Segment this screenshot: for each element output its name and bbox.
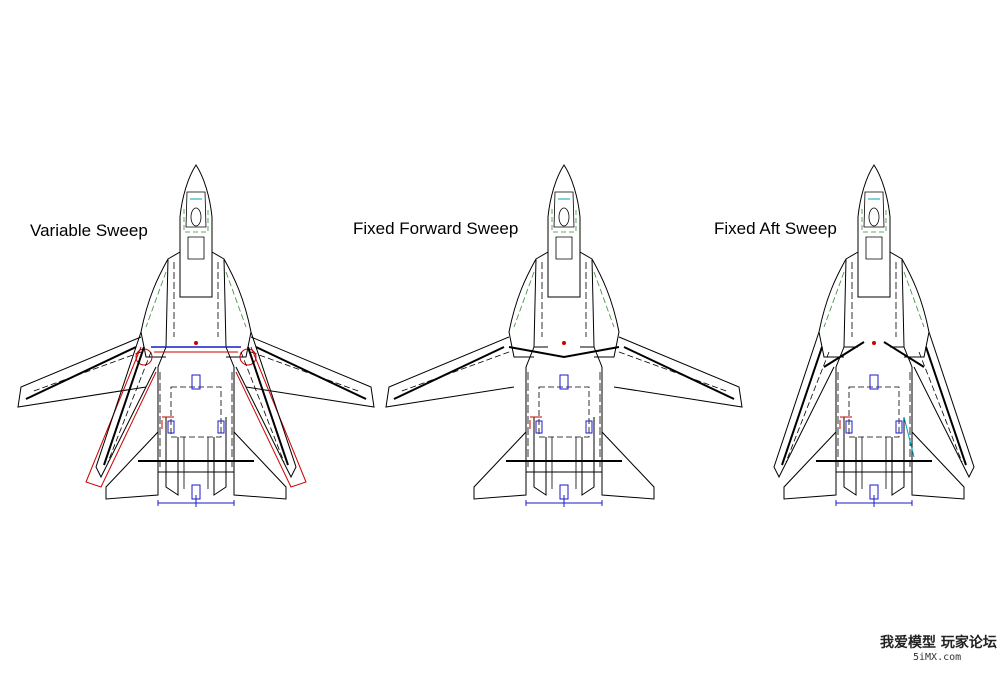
aircraft-variable-sweep <box>17 164 375 508</box>
swept-wing-outline-red <box>85 346 307 488</box>
aircraft-fixed-forward-sweep <box>385 164 743 508</box>
watermark-text: 我爱模型 玩家论坛 <box>880 635 997 651</box>
diagram-label-fixed-forward-sweep: Fixed Forward Sweep <box>353 219 519 238</box>
aircraft-fixed-aft-sweep <box>773 164 975 508</box>
watermark-url: 5iMX.com <box>913 652 962 663</box>
diagram-label-variable-sweep: Variable Sweep <box>30 221 148 240</box>
diagram-label-fixed-aft-sweep: Fixed Aft Sweep <box>714 219 837 238</box>
